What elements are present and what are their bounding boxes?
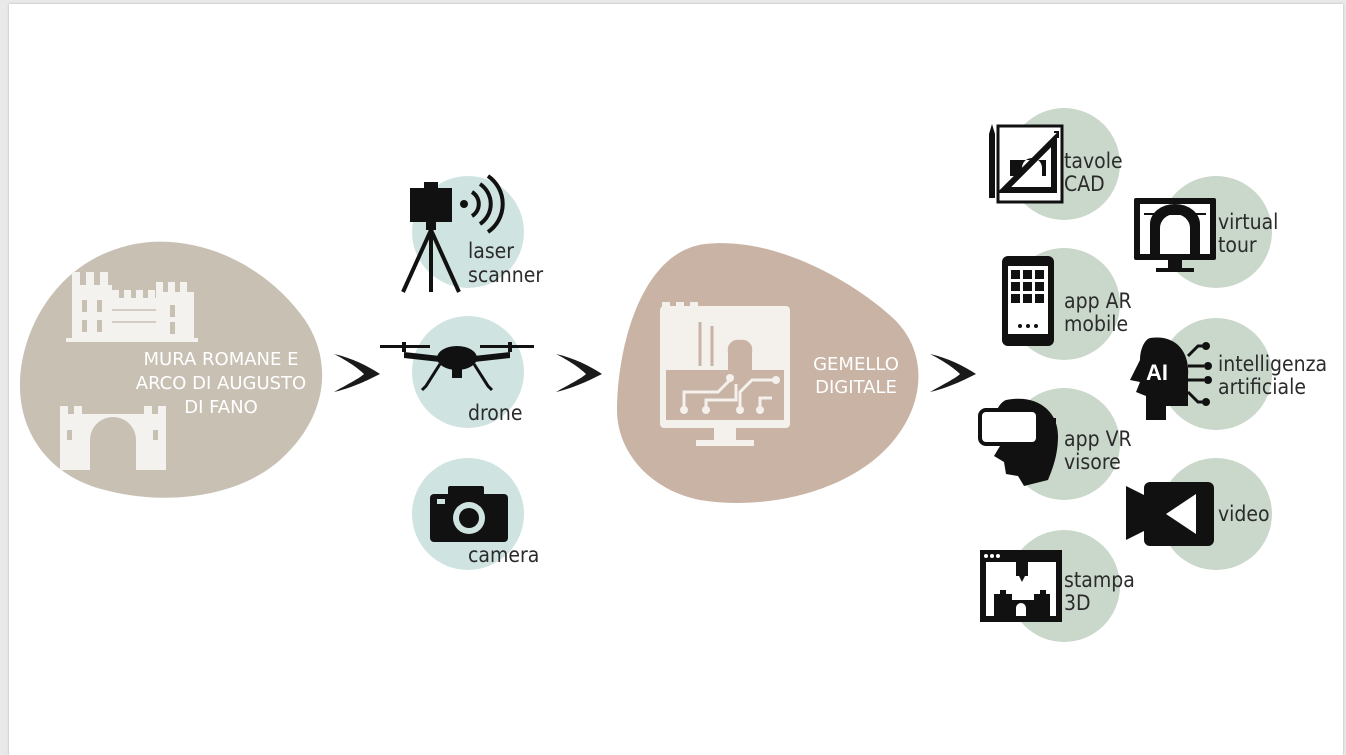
source-node: MURA ROMANE E ARCO DI AUGUSTO DI FANO	[19, 241, 323, 498]
workflow-diagram: MURA ROMANE E ARCO DI AUGUSTO DI FANO la…	[19, 108, 1327, 642]
monitor-arch-icon	[1134, 198, 1216, 272]
arrow-twin-to-outputs	[930, 354, 976, 392]
output-vr-app: app VR visore	[978, 388, 1132, 500]
camera-label: camera	[468, 543, 539, 567]
virtual-tour-label-line1: virtual	[1218, 210, 1278, 234]
ai-label-line2: artificiale	[1218, 375, 1306, 399]
output-ai: AI intelligenza artificiale	[1130, 318, 1327, 430]
drone-circle	[412, 316, 524, 428]
arch-of-augustus-icon	[60, 406, 166, 470]
laser-scanner-label-line1: laser	[468, 239, 514, 263]
laser-scanner-label-line2: scanner	[468, 263, 543, 287]
walls-window-details	[82, 300, 175, 334]
acquisition-drone: drone	[380, 316, 534, 428]
drone-icon	[380, 342, 534, 392]
digital-twin-node: GEMELLO DIGITALE	[617, 243, 919, 503]
smartphone-icon	[1002, 256, 1054, 346]
output-cad: tavole CAD	[989, 108, 1123, 220]
3d-print-label-line2: 3D	[1064, 591, 1091, 615]
source-label-line3: DI FANO	[184, 397, 258, 418]
camera-icon	[430, 486, 508, 542]
vr-app-label-line2: visore	[1064, 450, 1121, 474]
arrow-source-to-acquisition	[334, 354, 380, 392]
twin-label-line2: DIGITALE	[815, 377, 897, 398]
ai-badge: AI	[1146, 360, 1168, 385]
acquisition-camera: camera	[412, 458, 539, 570]
ar-app-label-line1: app AR	[1064, 289, 1132, 313]
3d-print-label-line1: stampa	[1064, 568, 1135, 592]
twin-label-line1: GEMELLO	[813, 354, 899, 375]
source-label-line1: MURA ROMANE E	[144, 349, 299, 370]
cad-label-line2: CAD	[1064, 172, 1105, 196]
circuit-traces	[682, 378, 776, 408]
ai-head-icon: AI	[1130, 337, 1212, 420]
vr-headset-icon	[978, 398, 1058, 486]
acquisition-laser-scanner: laser scanner	[401, 174, 543, 293]
arrow-acquisition-to-twin	[556, 354, 602, 392]
output-virtual-tour: virtual tour	[1134, 176, 1278, 288]
output-video: video	[1126, 458, 1272, 570]
source-label-line2: ARCO DI AUGUSTO	[136, 373, 306, 394]
video-camera-icon	[1126, 482, 1214, 546]
ai-label-line1: intelligenza	[1218, 352, 1327, 376]
3d-printer-icon	[980, 550, 1062, 622]
virtual-tour-label-line2: tour	[1218, 233, 1257, 257]
cad-drawing-icon	[989, 124, 1064, 204]
cad-label-line1: tavole	[1064, 149, 1123, 173]
output-ar-app: app AR mobile	[1002, 248, 1132, 360]
drone-label: drone	[468, 401, 522, 425]
slide: MURA ROMANE E ARCO DI AUGUSTO DI FANO la…	[9, 4, 1343, 755]
vr-app-label-line1: app VR	[1064, 427, 1132, 451]
circuit-nodes	[680, 374, 780, 414]
output-3d-print: stampa 3D	[980, 530, 1135, 642]
walls-icon	[66, 272, 198, 342]
video-label: video	[1218, 502, 1270, 526]
laser-scanner-icon	[401, 174, 505, 293]
ar-app-label-line2: mobile	[1064, 312, 1128, 336]
